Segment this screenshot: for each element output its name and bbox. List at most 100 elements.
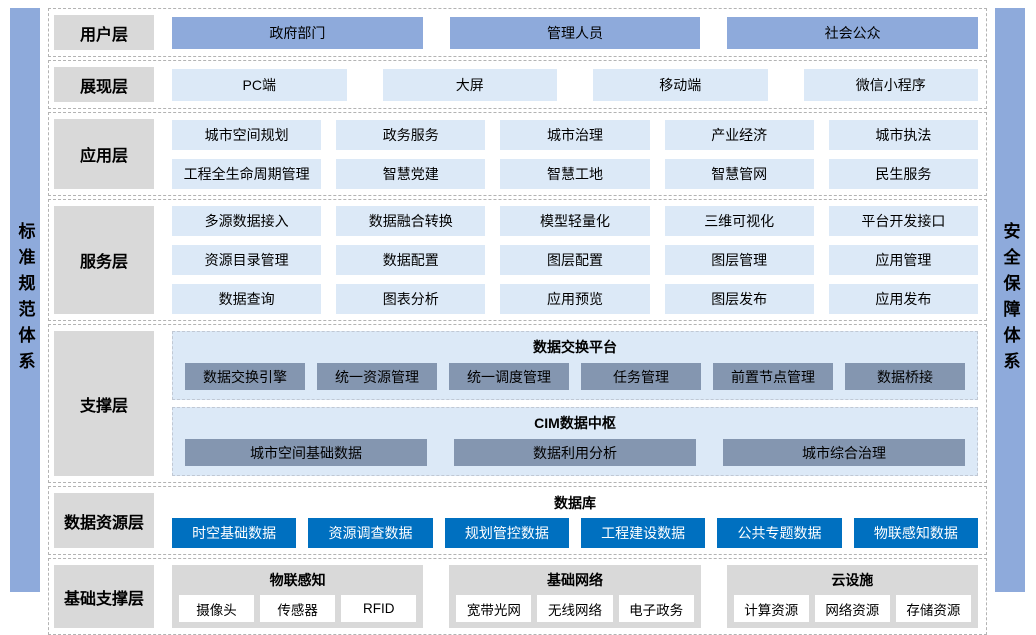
group-title: 云设施 [831, 572, 874, 588]
iot-sensing-group: 物联感知 摄像头 传感器 RFID [172, 565, 424, 628]
layer-row-application: 应用层 城市空间规划 政务服务 城市治理 产业经济 城市执法 工程全生命周期管理… [48, 112, 987, 196]
data-resource-area: 数据库 时空基础数据 资源调查数据 规划管控数据 工程建设数据 公共专题数据 物… [172, 493, 978, 548]
layer-item: 图层管理 [664, 245, 814, 275]
layer-item: 智慧管网 [664, 158, 814, 189]
layer-item: 智慧党建 [336, 158, 486, 189]
user-layer-items: 政府部门 管理人员 社会公众 [172, 16, 979, 49]
layer-item: 政府部门 [172, 16, 423, 49]
infrastructure-groups: 物联感知 摄像头 传感器 RFID 基础网络 宽带光网 无线网络 电子政务 [172, 565, 978, 628]
layer-item: 网络资源 [814, 595, 890, 622]
layer-row-support: 支撑层 数据交换平台 数据交换引擎 统一资源管理 统一调度管理 任务管理 前置节… [48, 324, 987, 483]
right-pillar: 安全保障体系 [995, 8, 1025, 592]
layer-item: 多源数据接入 [172, 206, 322, 236]
layer-item: 城市执法 [828, 119, 978, 150]
layer-item: 应用发布 [828, 284, 978, 314]
layer-item: 智慧工地 [500, 158, 650, 189]
layer-item: 城市空间基础数据 [185, 439, 427, 466]
layer-row-presentation: 展现层 PC端 大屏 移动端 微信小程序 [48, 60, 987, 109]
layer-item: 存储资源 [895, 595, 971, 622]
application-layer-items: 城市空间规划 政务服务 城市治理 产业经济 城市执法 工程全生命周期管理 智慧党… [172, 119, 978, 189]
layer-item: 图层发布 [664, 284, 814, 314]
layer-item: 数据查询 [172, 284, 322, 314]
layer-item: 统一资源管理 [317, 363, 437, 390]
architecture-diagram: 标准规范体系 用户层 政府部门 管理人员 社会公众 展现层 PC端 大屏 移动端… [10, 8, 1025, 635]
left-pillar-label: 标准规范体系 [15, 222, 35, 378]
layer-label-application: 应用层 [54, 119, 154, 189]
layer-item: 图层配置 [500, 245, 650, 275]
layer-item: 社会公众 [727, 16, 979, 49]
layer-row-user: 用户层 政府部门 管理人员 社会公众 [48, 8, 987, 57]
layer-item: 产业经济 [664, 119, 814, 150]
group-items: 宽带光网 无线网络 电子政务 [456, 595, 694, 622]
layer-item: 无线网络 [537, 595, 613, 622]
layer-item: 数据利用分析 [454, 439, 696, 466]
layer-item: 城市治理 [500, 119, 650, 150]
layer-item: 管理人员 [449, 16, 701, 49]
layer-item: 大屏 [382, 68, 557, 101]
layer-item: 工程建设数据 [581, 518, 706, 548]
layer-item: 应用管理 [828, 245, 978, 275]
layer-item: 应用预览 [500, 284, 650, 314]
cim-data-hub-items: 城市空间基础数据 数据利用分析 城市综合治理 [185, 439, 965, 466]
service-layer-items: 多源数据接入 数据融合转换 模型轻量化 三维可视化 平台开发接口 资源目录管理 … [172, 206, 978, 314]
panel-title: CIM数据中枢 [534, 415, 616, 431]
layer-item: 资源目录管理 [172, 245, 322, 275]
layer-item: 政务服务 [336, 119, 486, 150]
cloud-facility-group: 云设施 计算资源 网络资源 存储资源 [726, 565, 978, 628]
group-title: 基础网络 [546, 572, 603, 588]
layer-row-service: 服务层 多源数据接入 数据融合转换 模型轻量化 三维可视化 平台开发接口 资源目… [48, 199, 987, 321]
layer-item: 城市空间规划 [172, 119, 322, 150]
support-layer-panels: 数据交换平台 数据交换引擎 统一资源管理 统一调度管理 任务管理 前置节点管理 … [172, 331, 978, 476]
layer-item: 城市综合治理 [723, 439, 965, 466]
layer-label-presentation: 展现层 [54, 67, 154, 102]
layer-item: 数据融合转换 [336, 206, 486, 236]
layer-item: 微信小程序 [803, 68, 978, 101]
layer-item: 数据配置 [336, 245, 486, 275]
left-pillar: 标准规范体系 [10, 8, 40, 592]
layer-row-infrastructure: 基础支撑层 物联感知 摄像头 传感器 RFID 基础网络 宽带光网 无线网络 电… [48, 558, 987, 635]
group-title: 物联感知 [269, 572, 326, 588]
data-exchange-platform-panel: 数据交换平台 数据交换引擎 统一资源管理 统一调度管理 任务管理 前置节点管理 … [172, 331, 978, 400]
layer-item: 数据桥接 [845, 363, 965, 390]
basic-network-group: 基础网络 宽带光网 无线网络 电子政务 [449, 565, 701, 628]
cim-data-hub-panel: CIM数据中枢 城市空间基础数据 数据利用分析 城市综合治理 [172, 407, 978, 476]
layer-item: 摄像头 [179, 595, 255, 622]
layer-label-infrastructure: 基础支撑层 [54, 565, 154, 628]
data-exchange-platform-items: 数据交换引擎 统一资源管理 统一调度管理 任务管理 前置节点管理 数据桥接 [185, 363, 965, 390]
database-items: 时空基础数据 资源调查数据 规划管控数据 工程建设数据 公共专题数据 物联感知数… [172, 518, 978, 548]
layer-item: 物联感知数据 [853, 518, 978, 548]
layer-item: 前置节点管理 [713, 363, 833, 390]
layer-item: 平台开发接口 [828, 206, 978, 236]
group-items: 计算资源 网络资源 存储资源 [733, 595, 971, 622]
layer-item: 数据交换引擎 [185, 363, 305, 390]
layer-item: 时空基础数据 [172, 518, 297, 548]
layer-item: RFID [341, 595, 417, 622]
layer-item: 图表分析 [336, 284, 486, 314]
layers-container: 用户层 政府部门 管理人员 社会公众 展现层 PC端 大屏 移动端 微信小程序 … [48, 8, 987, 635]
layer-item: 规划管控数据 [444, 518, 569, 548]
layer-item: 传感器 [260, 595, 336, 622]
layer-item: 公共专题数据 [717, 518, 842, 548]
layer-item: 模型轻量化 [500, 206, 650, 236]
layer-item: PC端 [172, 68, 347, 101]
layer-item: 计算资源 [733, 595, 809, 622]
panel-title: 数据交换平台 [533, 339, 617, 355]
layer-item: 移动端 [593, 68, 768, 101]
layer-item: 三维可视化 [664, 206, 814, 236]
layer-row-data-resource: 数据资源层 数据库 时空基础数据 资源调查数据 规划管控数据 工程建设数据 公共… [48, 486, 987, 555]
layer-item: 工程全生命周期管理 [172, 158, 322, 189]
right-pillar-label: 安全保障体系 [1000, 222, 1020, 378]
layer-item: 宽带光网 [456, 595, 532, 622]
layer-item: 资源调查数据 [308, 518, 433, 548]
layer-item: 任务管理 [581, 363, 701, 390]
layer-label-user: 用户层 [54, 15, 154, 50]
presentation-layer-items: PC端 大屏 移动端 微信小程序 [172, 68, 978, 101]
layer-label-data-resource: 数据资源层 [54, 493, 154, 548]
layer-item: 统一调度管理 [449, 363, 569, 390]
layer-label-support: 支撑层 [54, 331, 154, 476]
layer-label-service: 服务层 [54, 206, 154, 314]
group-items: 摄像头 传感器 RFID [179, 595, 417, 622]
database-title: 数据库 [554, 495, 596, 511]
layer-item: 民生服务 [828, 158, 978, 189]
layer-item: 电子政务 [618, 595, 694, 622]
